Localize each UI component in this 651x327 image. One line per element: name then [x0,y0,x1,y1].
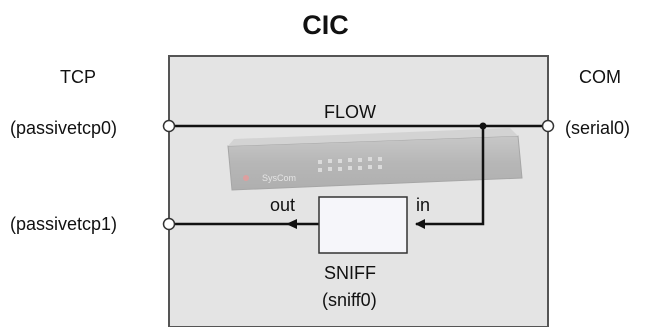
serial0-label: (serial0) [565,119,630,137]
sniff-block [319,197,407,253]
passivetcp1-label: (passivetcp1) [10,215,117,233]
passivetcp0-label: (passivetcp0) [10,119,117,137]
port-passivetcp0[interactable] [164,121,175,132]
page-title: CIC [0,12,651,39]
device-brand-text: SysCom [262,173,296,183]
port-passivetcp1[interactable] [164,219,175,230]
sniff-name-label: SNIFF [324,264,376,282]
sniff-out-label: out [270,196,295,214]
tcp-header: TCP [60,68,96,86]
sniff-id-label: (sniff0) [322,291,377,309]
sniff-in-label: in [416,196,430,214]
flow-label: FLOW [324,103,376,121]
com-header: COM [579,68,621,86]
port-serial0[interactable] [543,121,554,132]
cic-container [169,56,548,327]
